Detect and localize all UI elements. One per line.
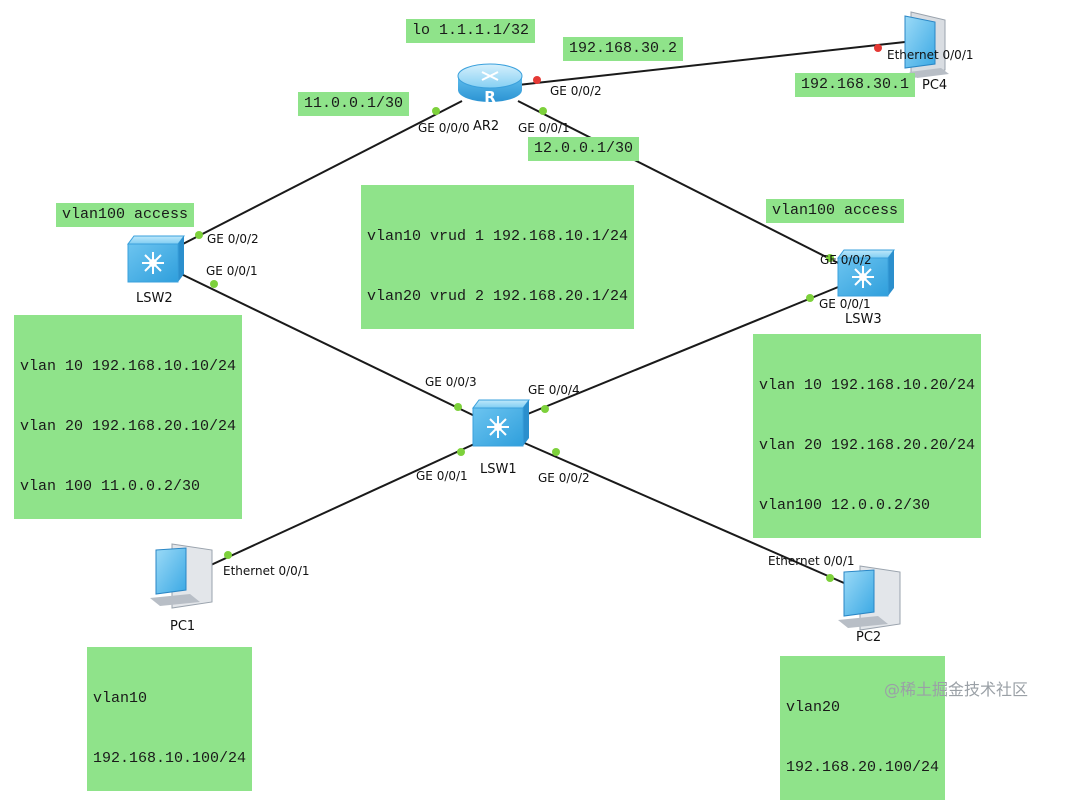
note-lsw2-vlans: vlan 10 192.168.10.10/24 vlan 20 192.168… xyxy=(14,315,243,519)
link-ar2-lsw2 xyxy=(176,100,463,248)
port-dot-ar2-ge000 xyxy=(432,107,440,115)
device-label-lsw1: LSW1 xyxy=(480,462,517,477)
pc-icon-pc2[interactable] xyxy=(838,565,901,631)
port-label-pc1-eth: Ethernet 0/0/1 xyxy=(223,564,310,578)
link-lsw3-lsw1 xyxy=(512,282,849,421)
device-label-pc2: PC2 xyxy=(856,630,882,645)
link-lsw2-lsw1 xyxy=(176,271,484,421)
pc-icon-pc1[interactable] xyxy=(150,543,213,609)
device-label-ar2: AR2 xyxy=(473,119,500,134)
port-label-lsw3-ge002: GE 0/0/2 xyxy=(820,253,872,267)
link-lsw1-pc1 xyxy=(199,439,484,571)
device-label-pc4: PC4 xyxy=(922,78,948,93)
port-label-lsw1-ge003: GE 0/0/3 xyxy=(425,375,477,389)
device-label-pc1: PC1 xyxy=(170,619,196,634)
port-dot-pc4-eth xyxy=(874,44,882,52)
switch-icon-lsw1[interactable] xyxy=(472,399,530,447)
note-vrrp: vlan10 vrud 1 192.168.10.1/24 vlan20 vru… xyxy=(361,185,635,329)
note-ar2-ge002-ip: 192.168.30.2 xyxy=(563,37,684,61)
port-dot-pc1-eth xyxy=(224,551,232,559)
port-dot-pc2-eth xyxy=(826,574,834,582)
port-label-pc2-eth: Ethernet 0/0/1 xyxy=(768,554,855,568)
note-lsw3-vlans: vlan 10 192.168.10.20/24 vlan 20 192.168… xyxy=(753,334,982,538)
port-label-lsw2-ge002: GE 0/0/2 xyxy=(207,232,259,246)
port-dots xyxy=(195,44,882,582)
device-label-lsw2: LSW2 xyxy=(136,291,173,306)
device-label-lsw3: LSW3 xyxy=(845,312,882,327)
links xyxy=(176,41,906,591)
note-pc4-ip: 192.168.30.1 xyxy=(795,73,916,97)
note-ar2-ge000-ip: 11.0.0.1/30 xyxy=(298,92,410,116)
note-pc1: vlan10 192.168.10.100/24 xyxy=(87,647,253,791)
port-dot-lsw1-ge001 xyxy=(457,448,465,456)
link-ar2-lsw3 xyxy=(517,100,849,269)
switch-icon-lsw3[interactable] xyxy=(837,249,895,297)
port-dot-lsw3-ge002 xyxy=(826,254,834,262)
port-dot-lsw2-ge001 xyxy=(210,280,218,288)
svg-text:R: R xyxy=(484,88,496,106)
port-dot-lsw3-ge001 xyxy=(806,294,814,302)
switch-icon-lsw2[interactable] xyxy=(127,235,185,283)
note-lsw2-access: vlan100 access xyxy=(56,203,195,227)
note-ar2-ge001-ip: 12.0.0.1/30 xyxy=(528,137,640,161)
port-dot-lsw1-ge002 xyxy=(552,448,560,456)
router-icon[interactable]: R xyxy=(457,63,523,106)
note-lsw3-access: vlan100 access xyxy=(766,199,905,223)
port-label-lsw1-ge001: GE 0/0/1 xyxy=(416,469,468,483)
pc-icon-pc4[interactable] xyxy=(904,11,949,79)
port-dot-ar2-ge002 xyxy=(533,76,541,84)
link-lsw1-pc2 xyxy=(512,437,861,591)
port-label-pc4-eth: Ethernet 0/0/1 xyxy=(887,48,974,62)
note-loopback: lo 1.1.1.1/32 xyxy=(406,19,536,43)
port-dot-lsw1-ge003 xyxy=(454,403,462,411)
topology-diagram: R xyxy=(127,11,949,631)
port-dot-lsw1-ge004 xyxy=(541,405,549,413)
link-ar2-pc4 xyxy=(517,41,906,86)
port-label-lsw1-ge002: GE 0/0/2 xyxy=(538,471,590,485)
port-label-lsw2-ge001: GE 0/0/1 xyxy=(206,264,258,278)
port-label-ar2-ge000: GE 0/0/0 xyxy=(418,121,470,135)
port-label-lsw3-ge001: GE 0/0/1 xyxy=(819,297,871,311)
port-label-lsw1-ge004: GE 0/0/4 xyxy=(528,383,580,397)
port-label-ar2-ge001: GE 0/0/1 xyxy=(518,121,570,135)
port-label-ar2-ge002: GE 0/0/2 xyxy=(550,84,602,98)
port-dot-lsw2-ge002 xyxy=(195,231,203,239)
port-dot-ar2-ge001 xyxy=(539,107,547,115)
watermark: @稀土掘金技术社区 xyxy=(884,680,1029,699)
